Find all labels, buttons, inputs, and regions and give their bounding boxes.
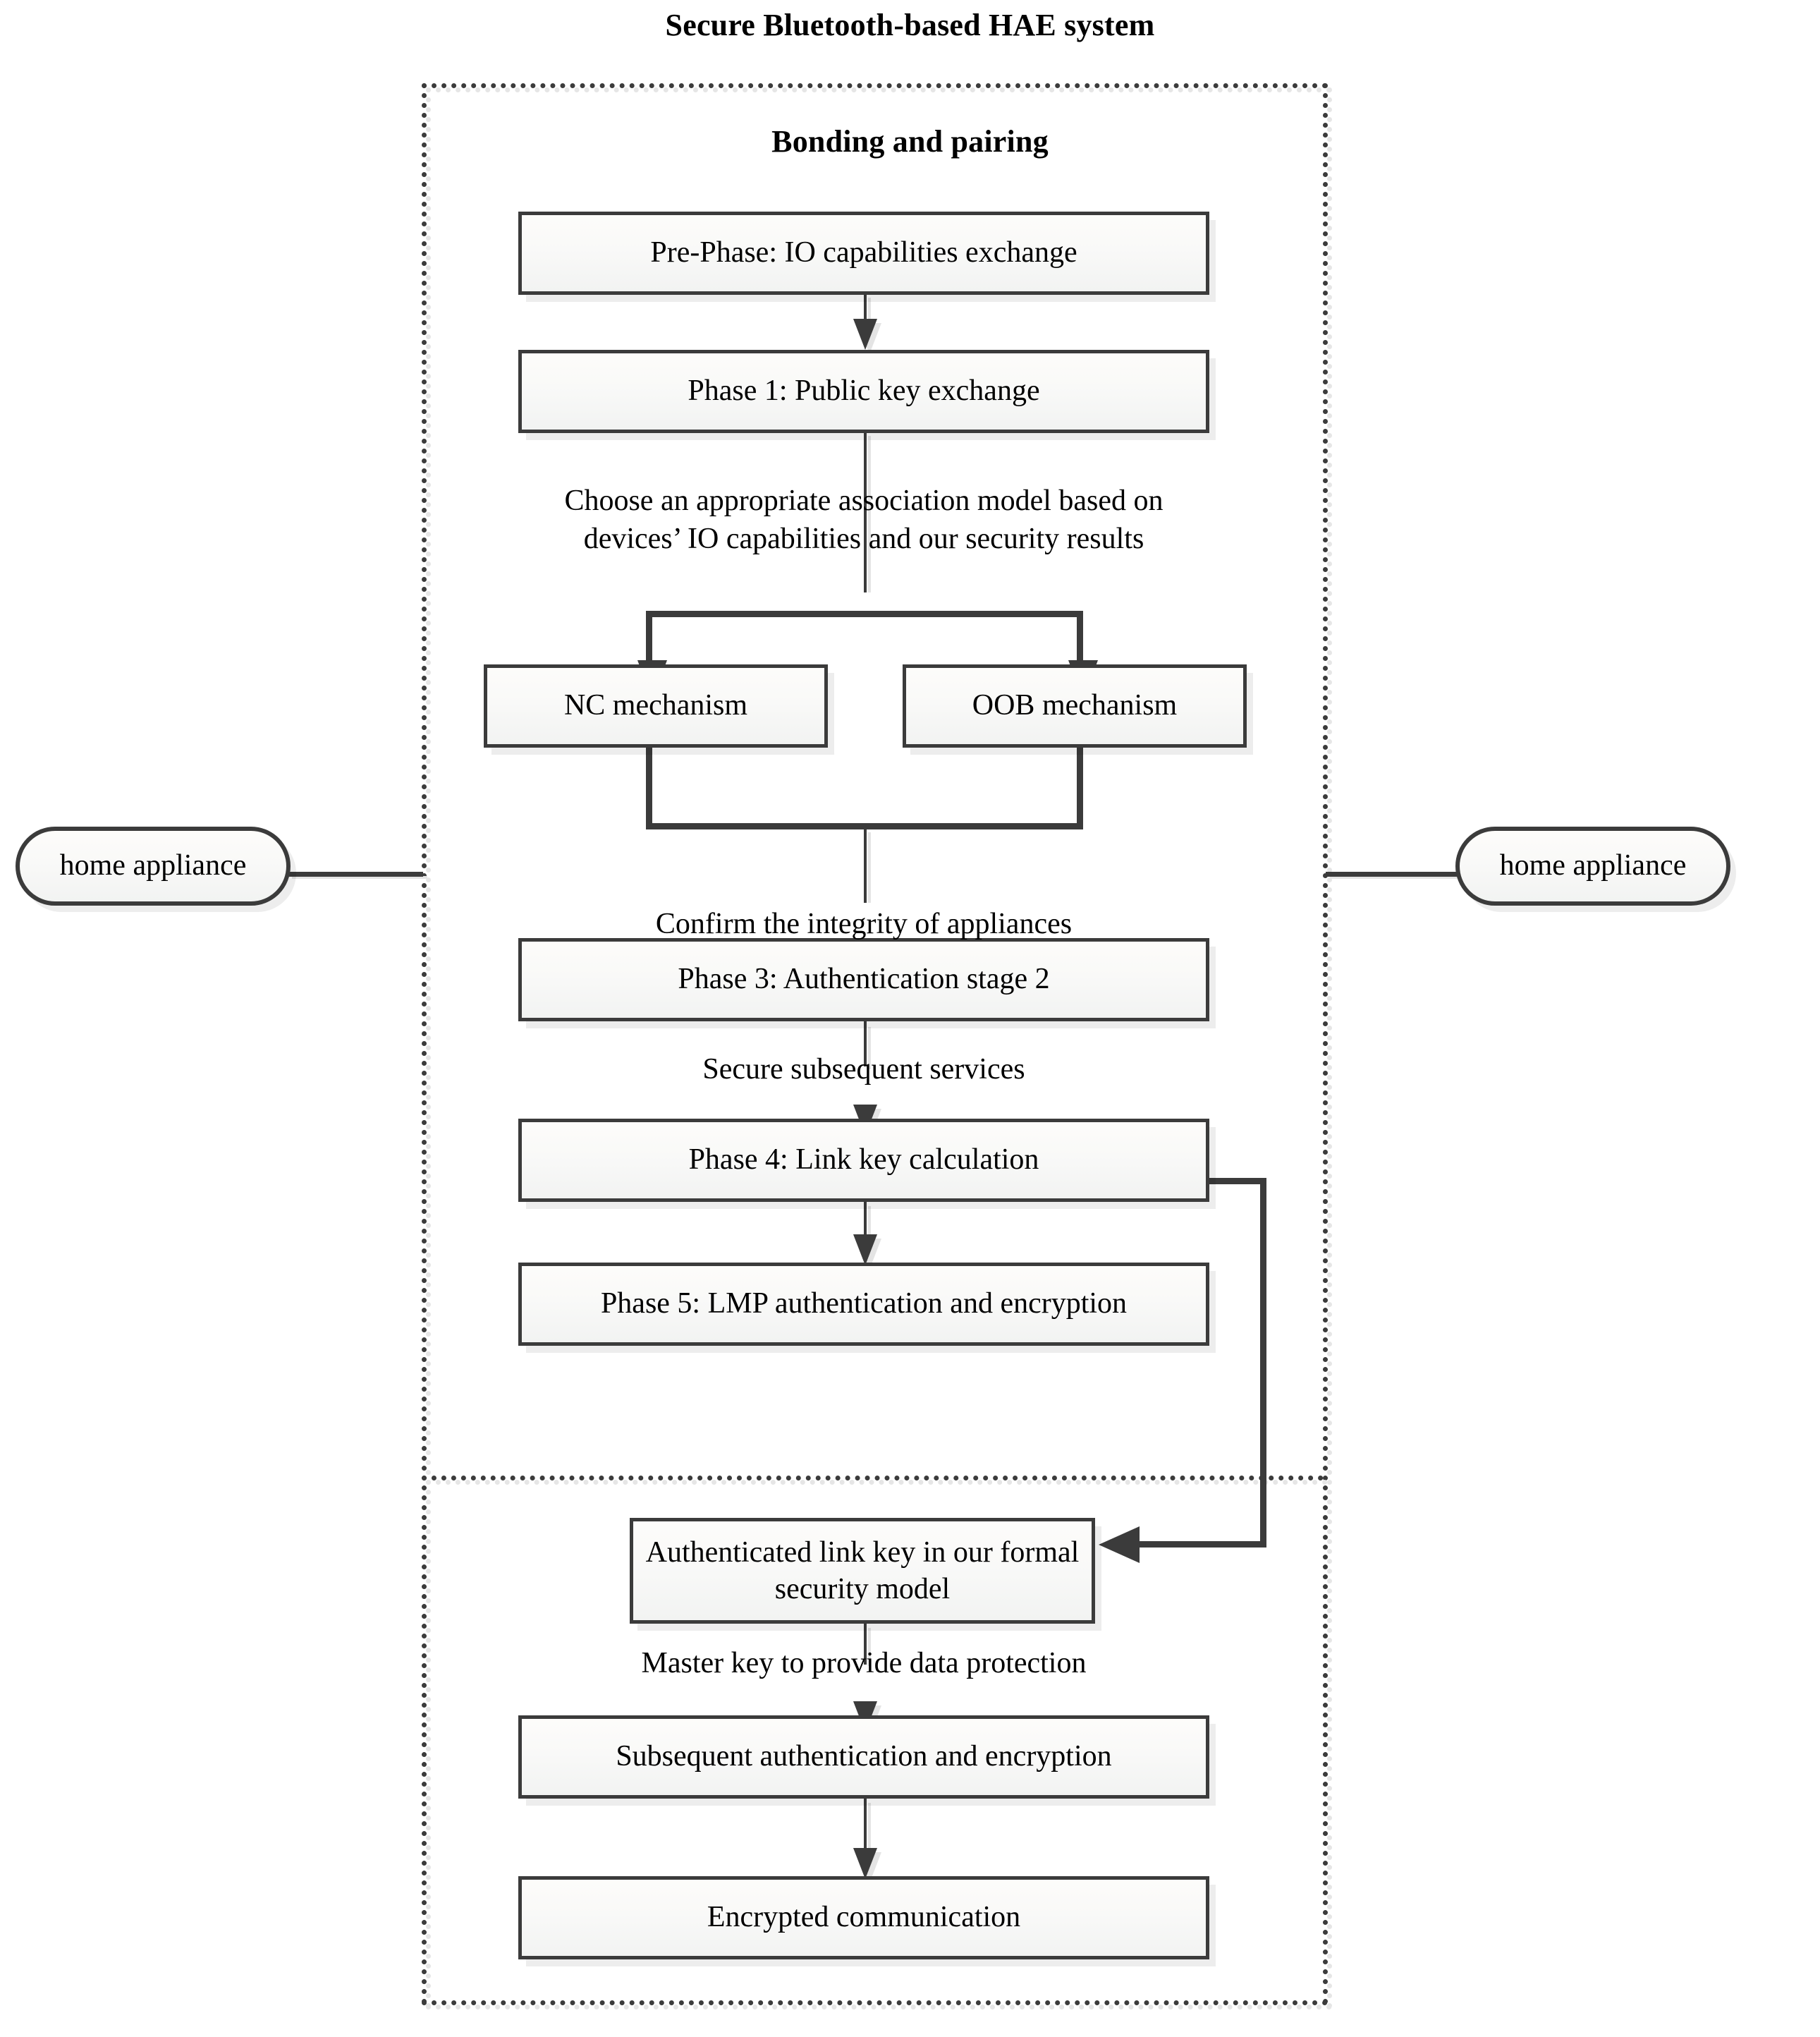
- connector-phase3-phase4: [864, 1021, 867, 1066]
- connector-split-right-stem: [1077, 611, 1083, 662]
- edge-label-secure-services: Secure subsequent services: [702, 1053, 1025, 1086]
- connector-shadow: [1330, 876, 1464, 879]
- connector-shadow: [868, 1628, 871, 1666]
- page-title: Secure Bluetooth-based HAE system: [665, 8, 1155, 42]
- node-home-appliance-left[interactable]: home appliance: [16, 827, 291, 906]
- node-subsequent-authentication[interactable]: Subsequent authentication and encryption: [518, 1715, 1209, 1799]
- outer-boundary-shadow: [426, 87, 1332, 2009]
- edge-label-choose-model: Choose an appropriate association model …: [564, 485, 1164, 555]
- connector-shadow: [868, 436, 871, 592]
- connector-appliance-left-to-system: [288, 872, 423, 877]
- edge-label-confirm-integrity: Confirm the integrity of appliances: [655, 908, 1073, 940]
- arrowhead-to-encrypted: [853, 1848, 877, 1879]
- connector-shadow: [868, 298, 871, 332]
- connector-split-left-stem: [646, 611, 652, 662]
- connector-shadow: [292, 876, 427, 879]
- connector-nc-down: [646, 746, 652, 829]
- arrowhead-to-phase5: [853, 1234, 877, 1265]
- node-nc-mechanism[interactable]: NC mechanism: [484, 664, 828, 748]
- arrowhead-feedback-into-auth-link-key: [1099, 1526, 1140, 1563]
- connector-authkey-subsequent: [864, 1624, 867, 1665]
- connector-prephase-phase1: [864, 295, 867, 332]
- node-oob-mechanism[interactable]: OOB mechanism: [903, 664, 1247, 748]
- connector-shadow: [868, 1803, 871, 1858]
- edge-label-master-key: Master key to provide data protection: [641, 1647, 1087, 1679]
- arrowhead-prephase-phase1: [853, 319, 877, 350]
- outer-boundary-secure-system: [422, 83, 1328, 2005]
- connector-appliance-right-to-system: [1326, 872, 1460, 877]
- node-encrypted-communication[interactable]: Encrypted communication: [518, 1876, 1209, 1959]
- connector-phase1-split: [864, 433, 867, 592]
- connector-shadow: [868, 832, 871, 903]
- node-pre-phase[interactable]: Pre-Phase: IO capabilities exchange: [518, 212, 1209, 295]
- connector-oob-down: [1077, 746, 1083, 829]
- connector-merge-down: [864, 829, 867, 903]
- connector-subsequent-encrypted: [864, 1799, 867, 1856]
- connector-feedback-top: [1206, 1178, 1266, 1184]
- connector-shadow: [868, 1206, 871, 1246]
- section-title-bonding-and-pairing: Bonding and pairing: [771, 124, 1049, 159]
- node-authenticated-link-key[interactable]: Authenticated link key in our formal sec…: [630, 1518, 1095, 1624]
- section-divider: [422, 1476, 1324, 1480]
- connector-merge-bar: [646, 823, 1083, 829]
- node-home-appliance-right[interactable]: home appliance: [1455, 827, 1730, 906]
- connector-shadow: [868, 1027, 871, 1069]
- node-phase4[interactable]: Phase 4: Link key calculation: [518, 1119, 1209, 1202]
- node-phase3[interactable]: Phase 3: Authentication stage 2: [518, 938, 1209, 1021]
- connector-phase4-phase5: [864, 1202, 867, 1244]
- node-phase1[interactable]: Phase 1: Public key exchange: [518, 350, 1209, 433]
- connector-feedback-vertical: [1260, 1178, 1266, 1545]
- section-divider-shadow: [426, 1480, 1328, 1485]
- connector-split-bar: [646, 611, 1083, 617]
- connector-feedback-bottom: [1137, 1541, 1266, 1547]
- node-phase5[interactable]: Phase 5: LMP authentication and encrypti…: [518, 1263, 1209, 1346]
